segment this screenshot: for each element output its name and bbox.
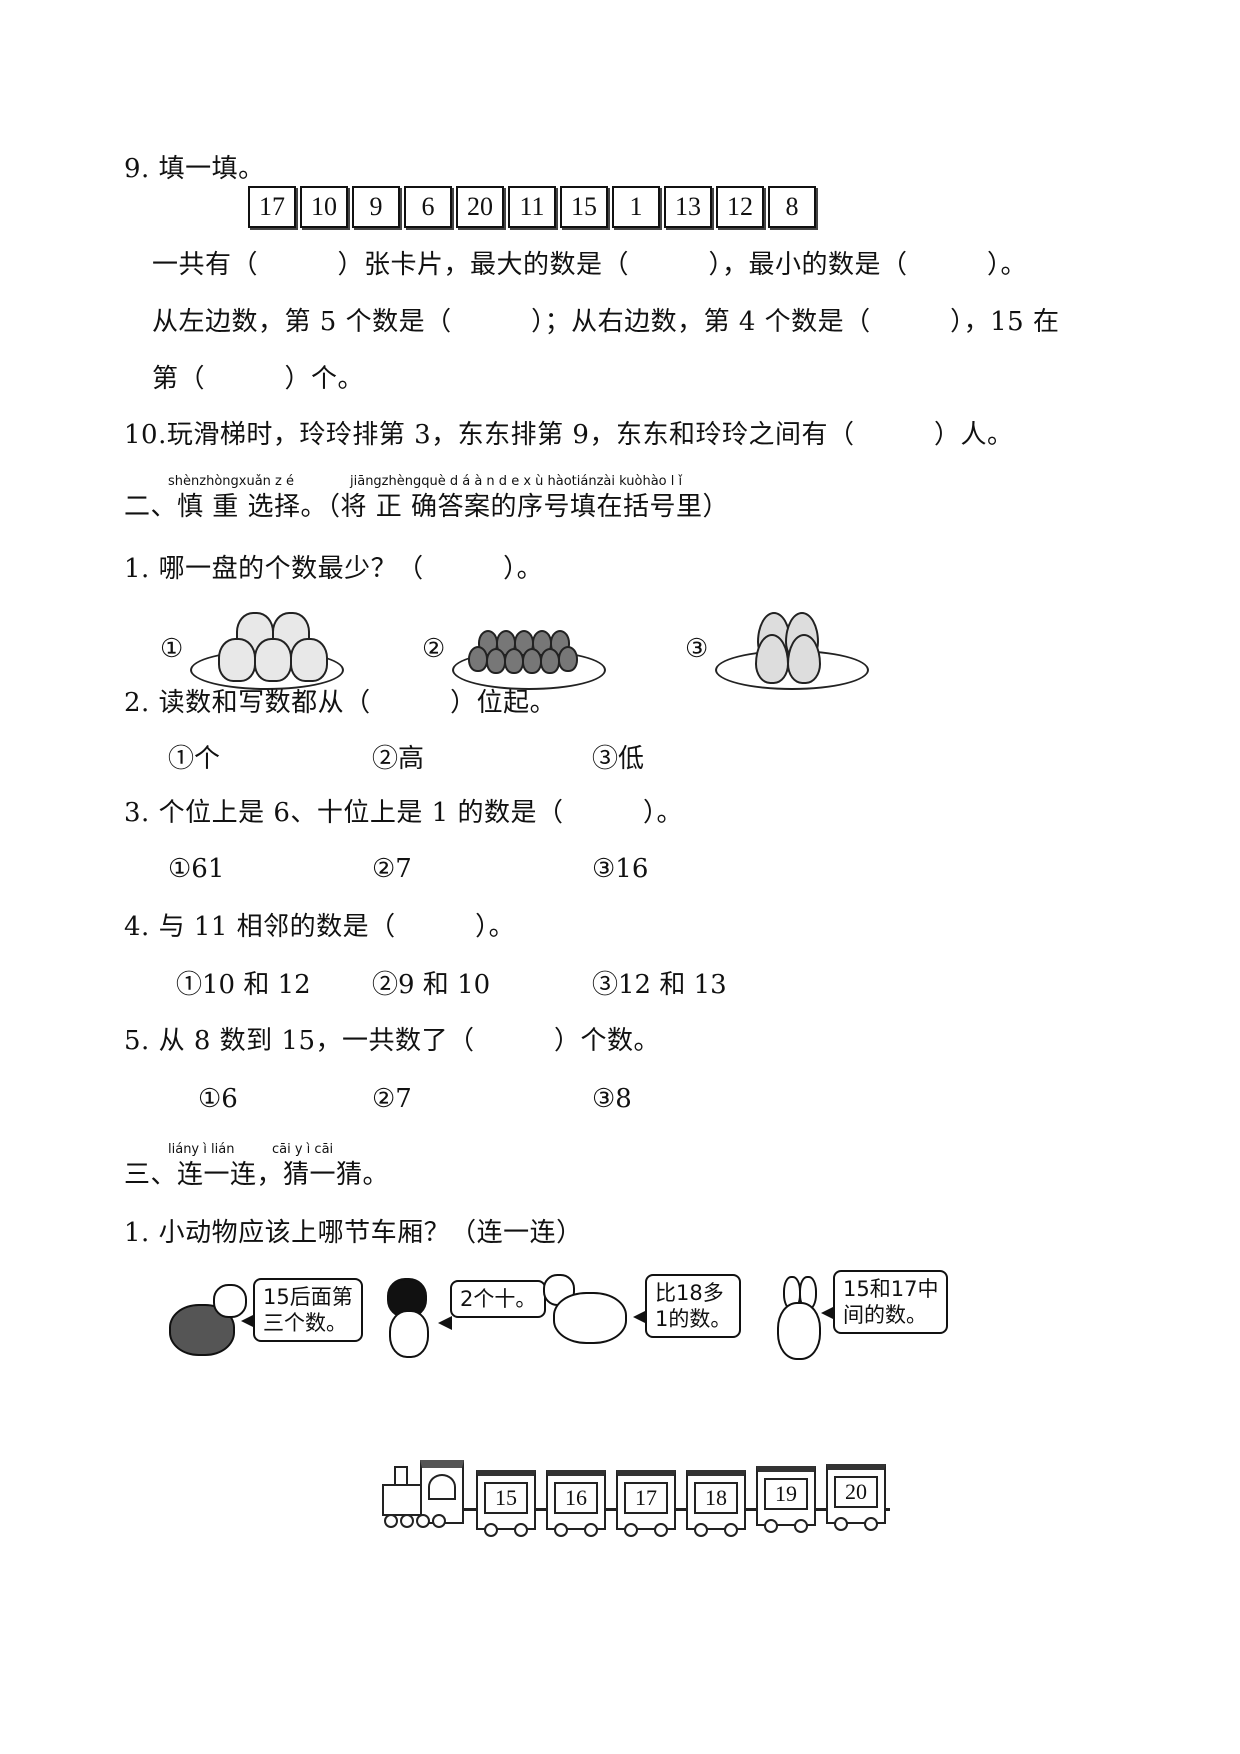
car-number: 18 [694,1482,738,1514]
speech-bubble: 比18多 1的数。 [632,1274,742,1338]
car-number: 15 [484,1482,528,1514]
apple-icon [254,638,292,682]
s2-q4-text: 4. 与 11 相邻的数是（ ）。 [124,912,516,942]
strawberry-icon [558,646,578,672]
speech-bubble: 15和17中 间的数。 [820,1270,949,1334]
option: ②7 [372,854,412,884]
pear-icon [787,634,821,684]
number-card: 10 [300,186,348,228]
option: ②高 [372,744,425,774]
strawberry-icon [486,648,506,674]
animals-row: 15后面第 三个数。 2个十。 比18多 1的数。 15和17中 间的数。 [165,1262,949,1392]
pinyin-annotation: cāi y ì cāi [272,1142,334,1157]
option-label: ② [422,634,446,664]
option: ①6 [198,1084,238,1114]
train-car: 18 [686,1470,746,1537]
apple-icon [218,638,256,682]
number-card: 12 [716,186,764,228]
car-number: 20 [834,1476,878,1508]
train: 15 16 17 18 19 20 [380,1460,890,1540]
rabbit-icon [777,1302,821,1360]
q10-text: 10.玩滑梯时，玲玲排第 3，东东排第 9，东东和玲玲之间有（ ）人。 [124,420,1014,450]
pinyin-annotation: shènzhòngxuǎn z é [168,474,294,489]
locomotive-icon [380,1460,464,1532]
train-car: 17 [616,1470,676,1537]
s3-q1-text: 1. 小动物应该上哪节车厢？（连一连） [124,1218,583,1248]
number-cards: 17 10 9 6 20 11 15 1 13 12 8 [248,186,816,228]
option: ①10 和 12 [176,970,311,1000]
option: ②7 [372,1084,412,1114]
train-car: 19 [756,1466,816,1533]
number-card: 17 [248,186,296,228]
apple-icon [290,638,328,682]
speech-bubble: 15后面第 三个数。 [241,1278,363,1342]
s2-q2-text: 2. 读数和写数都从（ ）位起。 [124,688,557,718]
option: ③低 [592,744,645,774]
option: ①61 [168,854,225,884]
q9-line1: 一共有（ ）张卡片，最大的数是（ ），最小的数是（ ）。 [152,250,1028,280]
s2-q4-options: ①10 和 12 ②9 和 10 ③12 和 13 [176,968,727,1002]
number-card: 13 [664,186,712,228]
dog-icon [389,1310,429,1358]
option: ③16 [592,854,649,884]
q9-line2: 从左边数，第 5 个数是（ ）；从右边数，第 4 个数是（ ），15 在 [152,307,1060,337]
s2-q5-text: 5. 从 8 数到 15，一共数了（ ）个数。 [124,1026,660,1056]
number-card: 15 [560,186,608,228]
train-car: 15 [476,1470,536,1537]
s2-q2-options: ①个 ②高 ③低 [168,742,644,776]
number-card: 1 [612,186,660,228]
section2-heading: 二、慎 重 选择。（将 正 确答案的序号填在括号里） [124,492,730,522]
strawberry-icon [468,646,488,672]
option: ②9 和 10 [372,970,491,1000]
pinyin-annotation: liány ì lián [168,1142,235,1157]
s2-q3-options: ①61 ②7 ③16 [168,852,648,886]
speech-bubble: 2个十。 [437,1280,547,1330]
fruit-plates: ① ② ③ [160,612,880,692]
s2-q3-text: 3. 个位上是 6、十位上是 1 的数是（ ）。 [124,798,683,828]
option: ③8 [592,1084,632,1114]
q9-title: 9. 填一填。 [124,154,265,184]
number-card: 6 [404,186,452,228]
strawberry-icon [504,648,524,674]
q9-line3: 第（ ）个。 [152,364,365,394]
s2-q1-text: 1. 哪一盘的个数最少？（ ）。 [124,554,544,584]
strawberry-icon [540,648,560,674]
pear-icon [755,634,789,684]
number-card: 9 [352,186,400,228]
option-label: ③ [685,634,709,664]
car-number: 19 [764,1478,808,1510]
turtle-head-icon [213,1284,247,1318]
train-car: 20 [826,1464,886,1531]
s2-q5-options: ①6 ②7 ③8 [198,1082,632,1116]
option: ③12 和 13 [592,970,727,1000]
section3-heading: 三、连一连，猜一猜。 [124,1160,390,1190]
number-card: 20 [456,186,504,228]
strawberry-icon [522,648,542,674]
pinyin-annotation: jiāngzhèngquè d á à n d e x ù hàotiánzài… [350,474,683,489]
goat-icon [553,1292,627,1344]
option-label: ① [160,634,184,664]
train-car: 16 [546,1470,606,1537]
car-number: 16 [554,1482,598,1514]
car-number: 17 [624,1482,668,1514]
number-card: 11 [508,186,556,228]
number-card: 8 [768,186,816,228]
option: ①个 [168,744,221,774]
